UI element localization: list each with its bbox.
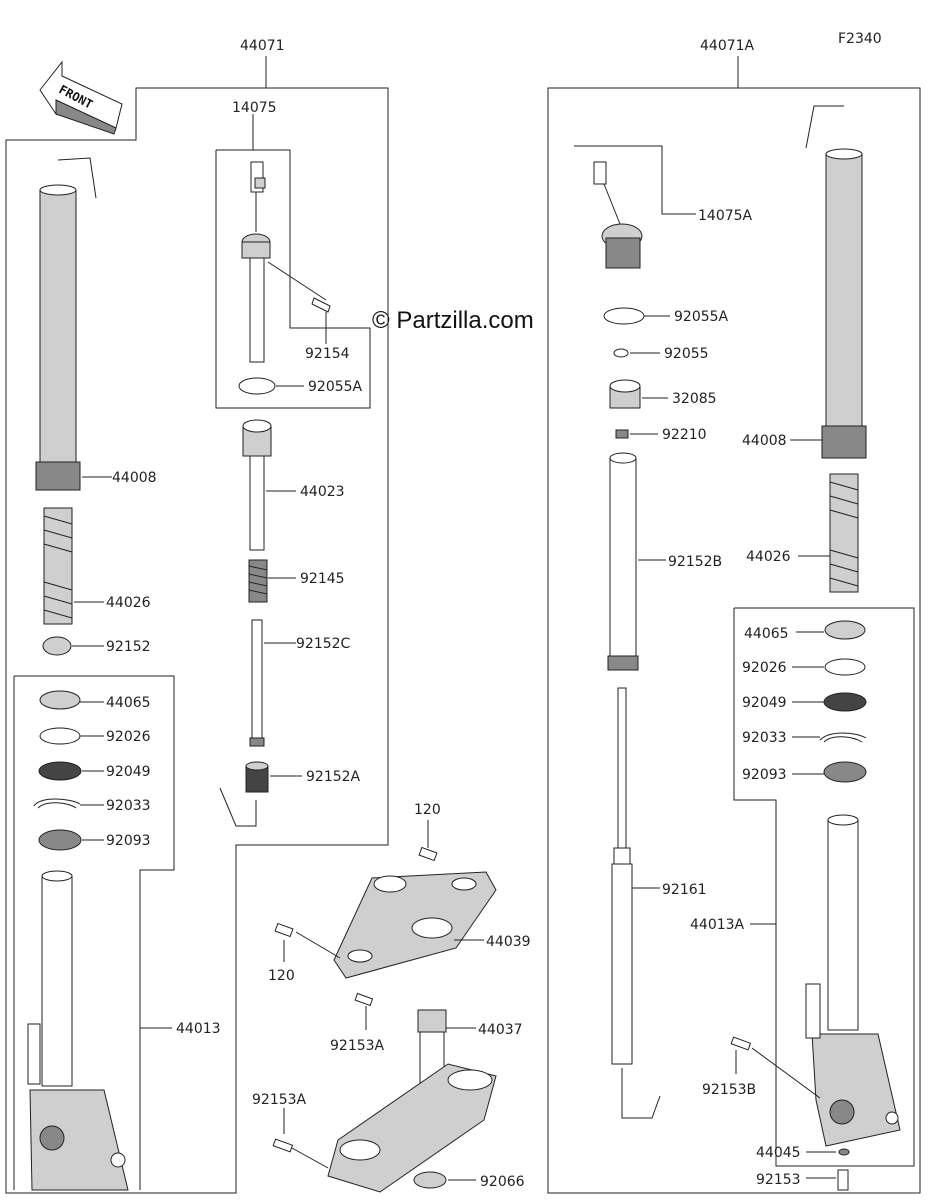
callout-92093-left: 92093 (106, 833, 151, 849)
bolt-92153-part (837, 1169, 849, 1191)
bushing-44065-right-part (824, 620, 866, 640)
callout-92049-left: 92049 (106, 764, 151, 780)
outer-tube-44008-right-part (821, 148, 867, 459)
callout-44026-right: 44026 (746, 549, 791, 565)
callout-92055a-left: 92055A (308, 379, 363, 395)
seal-92066-part (413, 1171, 447, 1189)
oring-92055a-right-part (603, 307, 645, 325)
callout-44037: 44037 (478, 1022, 523, 1038)
callout-44008-right: 44008 (742, 433, 787, 449)
left-assembly-frame (5, 56, 389, 1194)
upper-clamp-44039-part (333, 871, 497, 979)
oring-92055-part (613, 348, 629, 358)
outer-tube-44008-left-part (35, 184, 81, 491)
callout-92033-right: 92033 (742, 730, 787, 746)
lower-clamp-part (327, 1063, 497, 1193)
callout-120-bottom: 120 (268, 968, 295, 984)
callout-92152b: 92152B (668, 554, 722, 570)
callout-44023: 44023 (300, 484, 345, 500)
seal-92049-right-part (823, 692, 867, 712)
seal-92049-left-part (38, 761, 82, 781)
callout-92049-right: 92049 (742, 695, 787, 711)
callout-92152a: 92152A (306, 769, 361, 785)
cap-32085-part (609, 379, 641, 409)
callout-44039: 44039 (486, 934, 531, 950)
collar-92152-part (42, 636, 72, 656)
callout-92055a-right: 92055A (674, 309, 729, 325)
callout-14075a: 14075A (698, 208, 753, 224)
washer-44045-part (838, 1148, 850, 1156)
callout-92153: 92153 (756, 1172, 801, 1188)
inner-tube-44013-part (27, 870, 129, 1191)
nut-92210-part (615, 429, 629, 439)
clip-92033-right-part (819, 732, 867, 743)
callout-14075: 14075 (232, 100, 277, 116)
subbox-lower-right (733, 607, 915, 1167)
callout-92153a-top: 92153A (330, 1038, 385, 1054)
bushing-44065-left-part (39, 690, 81, 710)
callout-92066: 92066 (480, 1174, 525, 1190)
callout-32085: 32085 (672, 391, 717, 407)
callout-92153b: 92153B (702, 1082, 756, 1098)
right-assembly-frame (547, 56, 921, 1194)
callout-44071a: 44071A (700, 38, 755, 54)
bolt-92153a-top-part (354, 992, 374, 1007)
bolt-92153b-part (730, 1036, 752, 1051)
callout-92153a-bottom: 92153A (252, 1092, 307, 1108)
tube-92152b-part (607, 452, 639, 671)
subbox-14075a (574, 145, 696, 215)
seal-92093-right-part (823, 761, 867, 783)
washer-92026-left-part (39, 727, 81, 745)
bolt-120-bottom-part (274, 922, 294, 938)
subbox-lower-left (14, 675, 175, 1190)
watermark-text: © Partzilla.com (372, 307, 534, 334)
spring-92145-part (248, 559, 268, 603)
washer-92026-right-part (824, 658, 866, 676)
callout-44013a: 44013A (690, 917, 745, 933)
subbox-14075 (215, 149, 371, 409)
callout-44065-right: 44065 (744, 626, 789, 642)
oring-92055a-left-part (238, 377, 276, 395)
callout-44065-left: 44065 (106, 695, 151, 711)
callout-120-top: 120 (414, 802, 441, 818)
callout-92033-left: 92033 (106, 798, 151, 814)
clip-92033-left-part (33, 798, 81, 809)
callout-92154: 92154 (305, 346, 350, 362)
figure-code: F2340 (838, 31, 882, 47)
callout-44013: 44013 (176, 1021, 221, 1037)
callout-44026-left: 44026 (106, 595, 151, 611)
callout-44071: 44071 (240, 38, 285, 54)
rod-92152c-part (249, 619, 265, 747)
piston-rod-44023-part (242, 419, 272, 551)
callout-44008-left: 44008 (112, 470, 157, 486)
callout-92055: 92055 (664, 346, 709, 362)
spring-44026-left-part (43, 507, 73, 625)
seal-92093-left-part (38, 829, 82, 851)
damper-cartridge-part (241, 161, 331, 363)
spring-44026-right-part (829, 473, 859, 593)
callout-92161: 92161 (662, 882, 707, 898)
bolt-120-top-part (418, 846, 438, 862)
callout-92152: 92152 (106, 639, 151, 655)
callout-92026-left: 92026 (106, 729, 151, 745)
callout-92026-right: 92026 (742, 660, 787, 676)
callout-44045: 44045 (756, 1145, 801, 1161)
bolt-92153a-bottom-part (272, 1138, 294, 1153)
inner-tube-44013a-part (805, 814, 901, 1147)
damper-14075a-part (593, 161, 643, 269)
callout-92152c: 92152C (296, 636, 351, 652)
callout-92210: 92210 (662, 427, 707, 443)
rod-92161-part (611, 687, 633, 1065)
callout-92093-right: 92093 (742, 767, 787, 783)
callout-92145: 92145 (300, 571, 345, 587)
front-arrow-icon: FRONT (39, 60, 123, 135)
nut-92152a-part (245, 761, 269, 793)
